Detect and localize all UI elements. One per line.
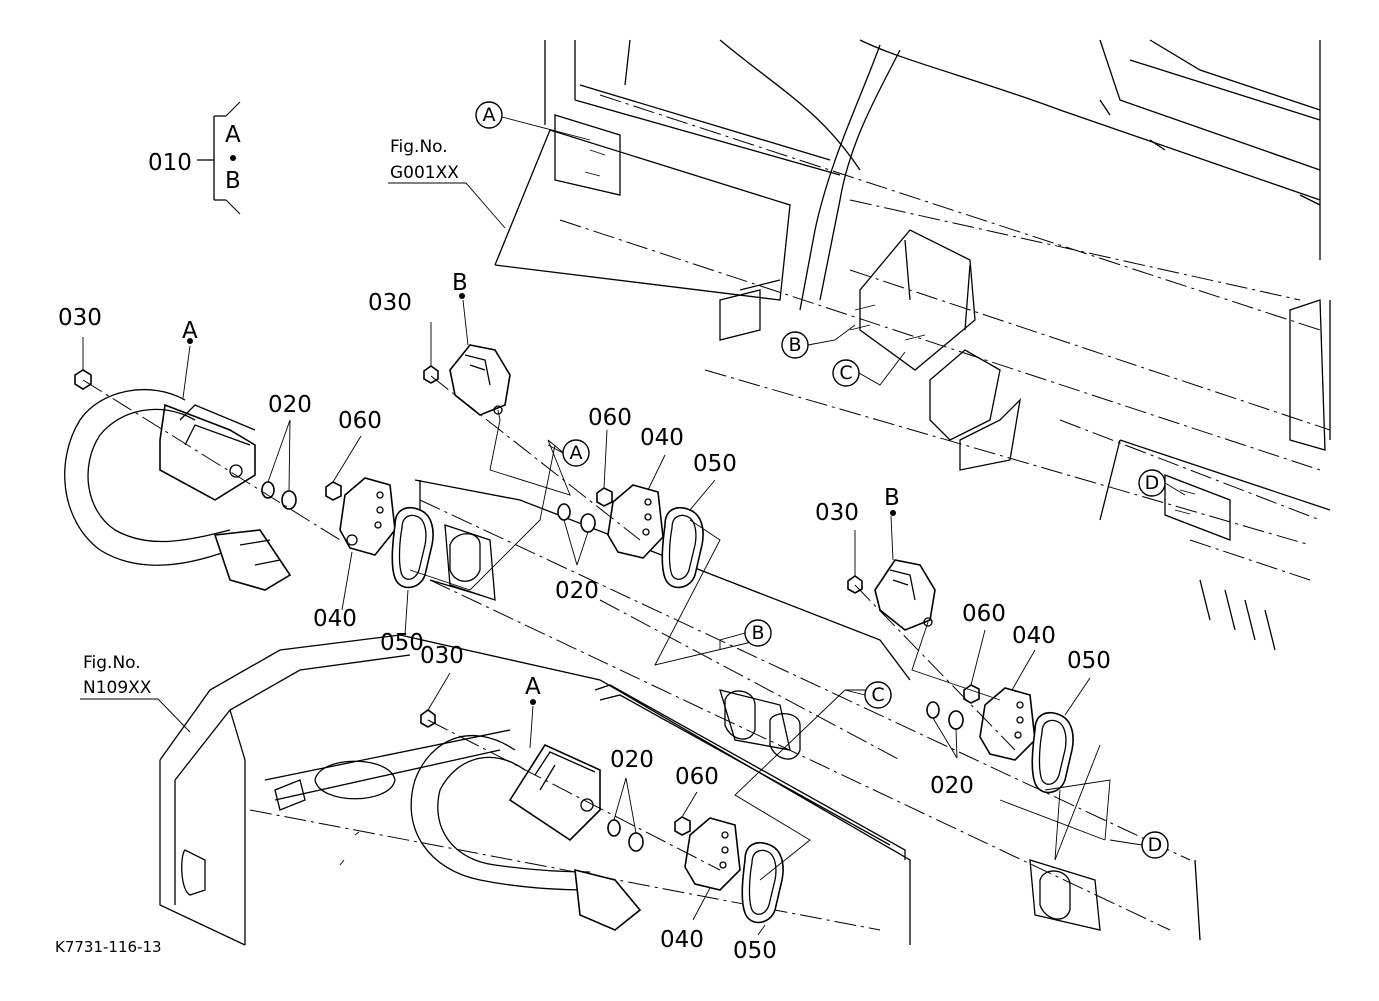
leader-lines [82, 299, 1091, 936]
group-legend: 010 A B [148, 101, 241, 215]
label-050: 050 [733, 938, 777, 964]
crossmember [414, 479, 1201, 941]
label-variant-b: B [884, 485, 900, 511]
connection-marker-a [562, 439, 590, 467]
label-060: 060 [962, 601, 1006, 627]
connection-letter: A [483, 104, 496, 126]
label-040: 040 [313, 606, 357, 632]
connection-marker-b [744, 619, 772, 647]
connection-letter: B [751, 622, 764, 644]
group-dot [230, 155, 236, 161]
seat-belt-retractor-top [449, 344, 511, 416]
connection-letter: A [570, 442, 583, 464]
connection-letter: D [1148, 834, 1163, 856]
connection-letter: D [1145, 472, 1160, 494]
label-060: 060 [675, 764, 719, 790]
label-050: 050 [380, 630, 424, 656]
bolts-060 [325, 481, 980, 836]
label-variant-b: B [452, 270, 468, 296]
covers-050 [391, 507, 1074, 924]
label-050: 050 [1067, 648, 1111, 674]
connection-marker-b [781, 331, 809, 359]
connection-letter: C [839, 362, 852, 384]
fig-ref-label: Fig.No. [83, 653, 141, 673]
fig-ref-label: Fig.No. [390, 137, 448, 157]
group-number: 010 [148, 150, 192, 176]
seat-belt-left [64, 388, 292, 591]
group-bracket [197, 115, 226, 201]
label-020: 020 [555, 578, 599, 604]
group-variant-a: A [225, 122, 241, 148]
part-labels: 030 030 030 030 020 020 020 020 060 060 … [58, 270, 1111, 964]
variant-dots [187, 293, 896, 705]
connection-letter: C [871, 684, 884, 706]
connection-marker-d [1141, 831, 1169, 859]
drawing-code: K7731-116-13 [55, 938, 162, 956]
group-variant-b: B [225, 168, 241, 194]
connection-marker-c [864, 681, 892, 709]
label-040: 040 [1012, 623, 1056, 649]
fig-ref-number: G001XX [390, 163, 459, 183]
label-variant-a: A [525, 674, 541, 700]
connection-marker-d [1138, 469, 1166, 497]
fig-ref-number: N109XX [83, 678, 152, 698]
label-060: 060 [588, 405, 632, 431]
figure-ref-g001xx: Fig.No. G001XX [388, 137, 506, 229]
label-040: 040 [640, 425, 684, 451]
figure-ref-n109xx: Fig.No. N109XX [80, 653, 191, 733]
assembly-lines [82, 375, 1111, 881]
label-030: 030 [58, 305, 102, 331]
label-050: 050 [693, 451, 737, 477]
front-frame-structure [159, 634, 911, 946]
seat-belt-lower [410, 734, 642, 931]
connection-marker-a [475, 101, 503, 129]
label-030: 030 [420, 643, 464, 669]
label-060: 060 [338, 408, 382, 434]
connection-letter: B [788, 334, 801, 356]
rear-frame-structure [494, 39, 1331, 651]
label-020: 020 [610, 747, 654, 773]
connection-marker-c [832, 359, 860, 387]
seat-belt-retractor-right [874, 559, 936, 631]
label-020: 020 [268, 392, 312, 418]
connection-markers: A A B B C C D D [475, 101, 1186, 859]
label-020: 020 [930, 773, 974, 799]
label-030: 030 [368, 290, 412, 316]
label-030: 030 [815, 500, 859, 526]
label-variant-a: A [182, 318, 198, 344]
label-040: 040 [660, 927, 704, 953]
brackets-040 [339, 477, 1036, 891]
